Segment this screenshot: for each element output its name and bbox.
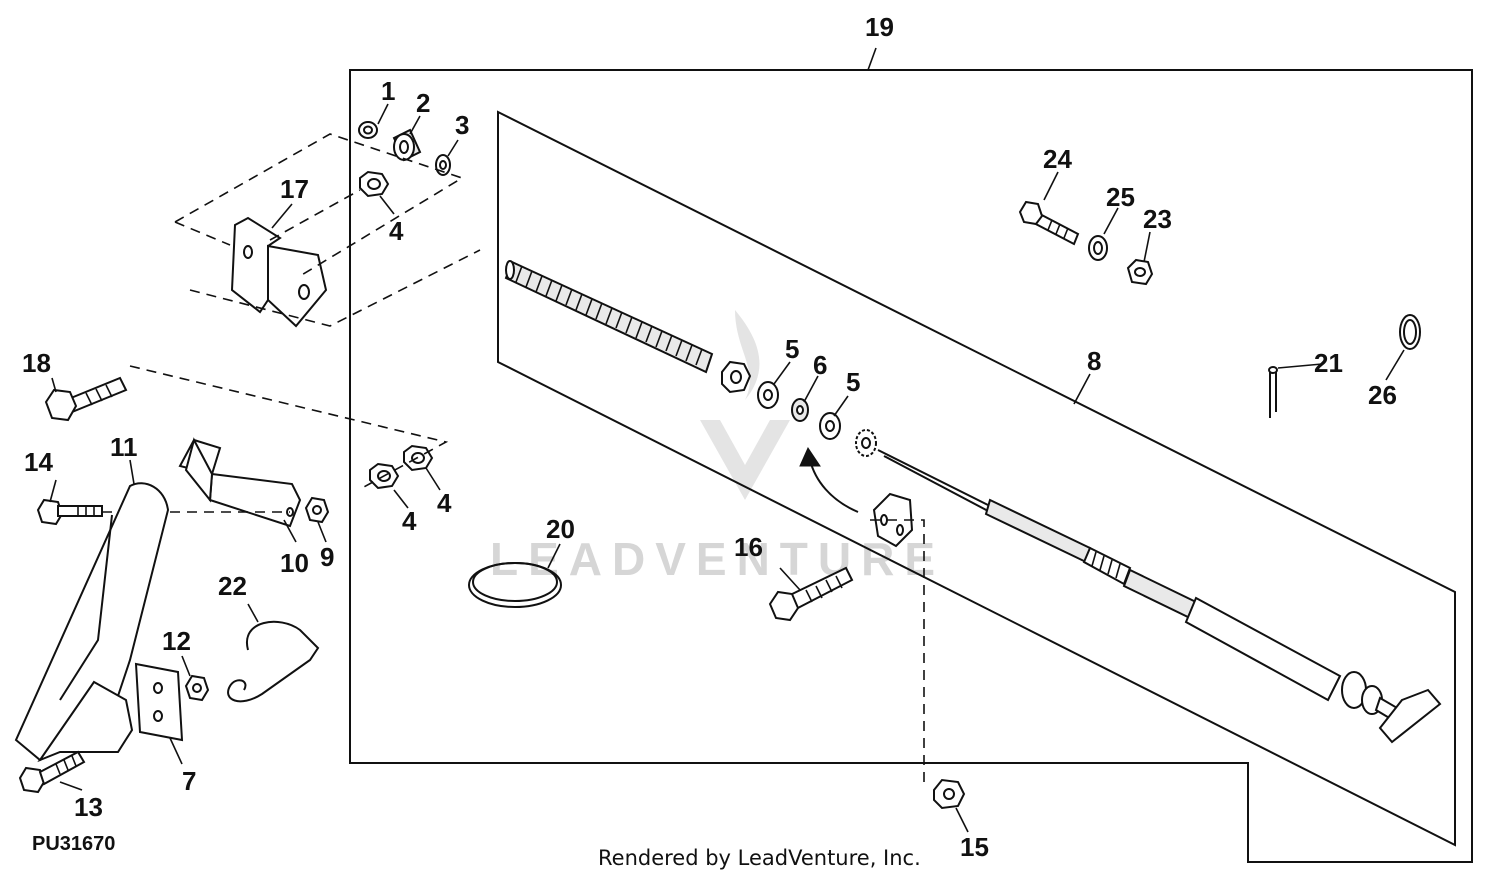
pedal-arm-part-11 [14, 482, 170, 763]
callout-5-second: 5 [846, 367, 860, 397]
t-handle [1374, 688, 1442, 744]
callout-3: 3 [455, 110, 469, 140]
bracket-part-10 [178, 437, 302, 528]
callouts: 19 1 2 3 4 17 18 11 14 10 9 4 4 22 12 7 … [22, 12, 1397, 870]
nut-part-1 [358, 121, 378, 139]
callout-7: 7 [182, 766, 196, 796]
nut-part-4-top [359, 170, 390, 198]
snap-ring-part-20 [468, 562, 562, 608]
callout-1: 1 [381, 76, 395, 106]
callout-5-first: 5 [785, 334, 799, 364]
callout-22: 22 [218, 571, 247, 601]
bolt-part-14 [36, 498, 103, 526]
lock-washer-part-6 [791, 398, 809, 422]
star-washer [855, 429, 877, 457]
callout-12: 12 [162, 626, 191, 656]
callout-2: 2 [416, 88, 430, 118]
assembly-line-15 [870, 519, 925, 782]
callout-8: 8 [1087, 346, 1101, 376]
curved-arrow [799, 446, 859, 513]
callout-4-lower-right: 4 [437, 488, 452, 518]
callout-4-top: 4 [389, 216, 404, 246]
plate-part-7 [134, 662, 184, 742]
assembly-line-bracket [174, 189, 361, 246]
nut-part-23 [1126, 258, 1154, 286]
callout-19: 19 [865, 12, 894, 42]
callout-18: 18 [22, 348, 51, 378]
callout-23: 23 [1143, 204, 1172, 234]
assembly-line-18 [129, 365, 449, 489]
bracket-part-17 [230, 216, 328, 328]
callout-17: 17 [280, 174, 309, 204]
callout-11: 11 [110, 432, 138, 462]
washer-part-5-first [757, 381, 779, 409]
callout-21: 21 [1314, 348, 1343, 378]
callout-13: 13 [74, 792, 103, 822]
bolt-part-16 [768, 566, 854, 622]
bolt-part-18 [44, 376, 128, 422]
callout-15: 15 [960, 832, 989, 862]
cable-core [877, 449, 1383, 715]
callout-10: 10 [280, 548, 309, 578]
callout-24: 24 [1043, 144, 1072, 174]
nut-part-9 [304, 496, 330, 524]
callout-25: 25 [1106, 182, 1135, 212]
callout-14: 14 [24, 447, 53, 477]
nut-part-12 [184, 674, 210, 702]
credit-text: Rendered by LeadVenture, Inc. [598, 846, 921, 870]
o-ring-part-26 [1399, 314, 1421, 350]
callout-26: 26 [1368, 380, 1397, 410]
callout-16: 16 [734, 532, 763, 562]
leader-lines [49, 47, 1405, 833]
cable-nut [721, 360, 752, 394]
figure-id: PU31670 [32, 833, 115, 855]
spacer-part-2 [392, 128, 422, 162]
callout-6: 6 [813, 350, 827, 380]
panel-8 [497, 110, 1456, 847]
threaded-housing-part-8 [504, 260, 714, 374]
spring-clip-part-22 [227, 620, 320, 703]
callout-20: 20 [546, 514, 575, 544]
assembly-line-upper [174, 133, 464, 277]
pin-part-21 [1268, 366, 1278, 418]
bolt-part-13 [18, 750, 86, 794]
assembly-line-lower [189, 249, 481, 327]
washer-part-5-second [819, 412, 841, 440]
callout-9: 9 [320, 542, 334, 572]
watermark-text: LEADVENTURE [490, 533, 945, 585]
kit-box-19 [349, 69, 1473, 863]
callout-4-lower-left: 4 [402, 506, 417, 536]
watermark: LEADVENTURE [490, 310, 945, 585]
nut-part-15 [933, 778, 966, 810]
washer-part-25 [1088, 235, 1108, 261]
bolt-part-24 [1018, 200, 1080, 246]
